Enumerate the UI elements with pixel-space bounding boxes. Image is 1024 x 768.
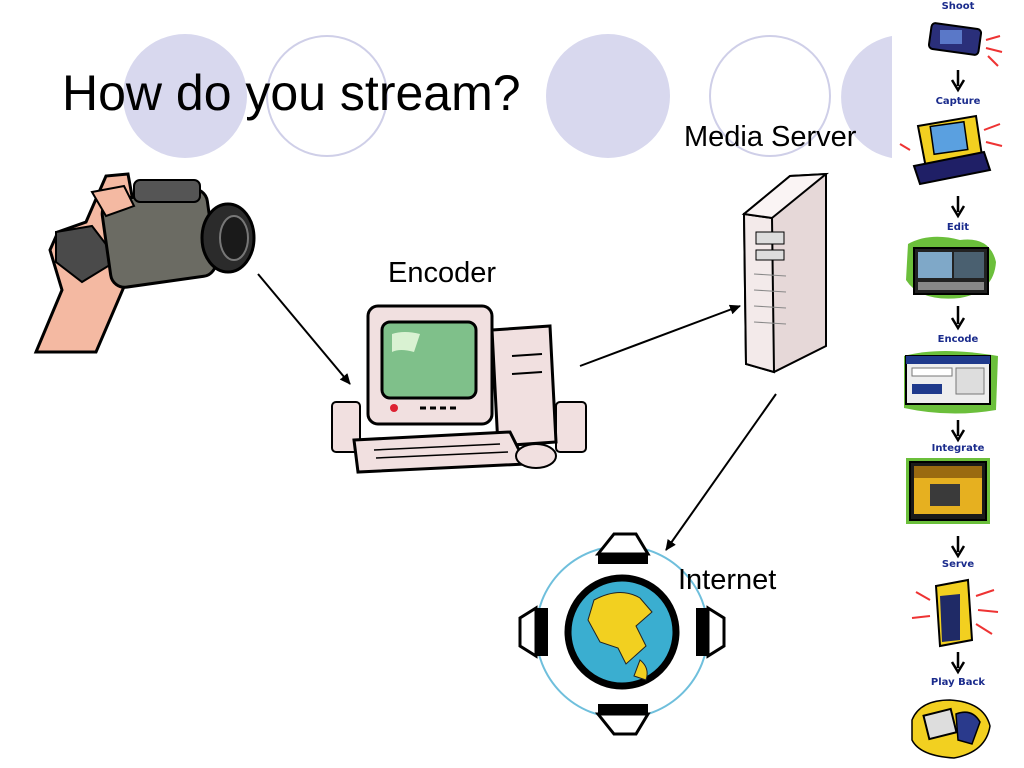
arrow-server-to-internet bbox=[665, 393, 777, 551]
step-arrow bbox=[950, 536, 966, 559]
server-step-icon bbox=[911, 578, 999, 648]
internet-label: Internet bbox=[678, 564, 777, 596]
terminal-left bbox=[518, 605, 548, 659]
arrow-camera-to-encoder bbox=[257, 273, 351, 385]
terminal-top bbox=[594, 532, 651, 564]
step-arrow bbox=[950, 306, 966, 331]
computer-step-icon bbox=[899, 114, 1003, 186]
integrate-step-icon bbox=[906, 458, 990, 524]
step-label-shoot: Shoot bbox=[941, 1, 975, 12]
deco-circle-partial bbox=[841, 36, 892, 158]
edit-step-icon bbox=[906, 236, 996, 299]
step-arrow bbox=[950, 420, 966, 443]
step-label-encode: Encode bbox=[937, 334, 979, 345]
encode-step-icon bbox=[904, 351, 998, 414]
terminal-bottom bbox=[594, 704, 651, 736]
slide-title: How do you stream? bbox=[62, 65, 521, 121]
terminal-right bbox=[696, 605, 726, 659]
deco-circle-outline bbox=[709, 35, 831, 157]
playback-step-icon bbox=[911, 699, 991, 759]
computer-icon bbox=[331, 304, 587, 474]
server-icon bbox=[741, 172, 830, 374]
deco-circle-filled bbox=[546, 34, 670, 158]
flow-arrows bbox=[257, 273, 777, 551]
camcorder-icon bbox=[33, 172, 256, 354]
step-label-capture: Capture bbox=[935, 96, 981, 107]
deco-circle-outline bbox=[266, 35, 388, 157]
arrow-encoder-to-server bbox=[579, 304, 741, 367]
step-label-edit: Edit bbox=[946, 222, 970, 233]
step-arrow bbox=[950, 70, 966, 93]
globe-network-icon bbox=[518, 532, 726, 736]
media-server-label: Media Server bbox=[684, 121, 857, 153]
encoder-label: Encoder bbox=[388, 257, 497, 289]
step-label-serve: Serve bbox=[941, 559, 975, 570]
step-label-play-back: Play Back bbox=[930, 677, 986, 688]
deco-circle-filled bbox=[123, 34, 247, 158]
workflow-sidebar bbox=[899, 22, 1003, 759]
step-arrow bbox=[950, 652, 966, 675]
decorative-circles bbox=[123, 34, 892, 158]
step-label-integrate: Integrate bbox=[931, 443, 985, 454]
camera-step-icon bbox=[927, 22, 1003, 67]
step-arrow bbox=[950, 196, 966, 219]
